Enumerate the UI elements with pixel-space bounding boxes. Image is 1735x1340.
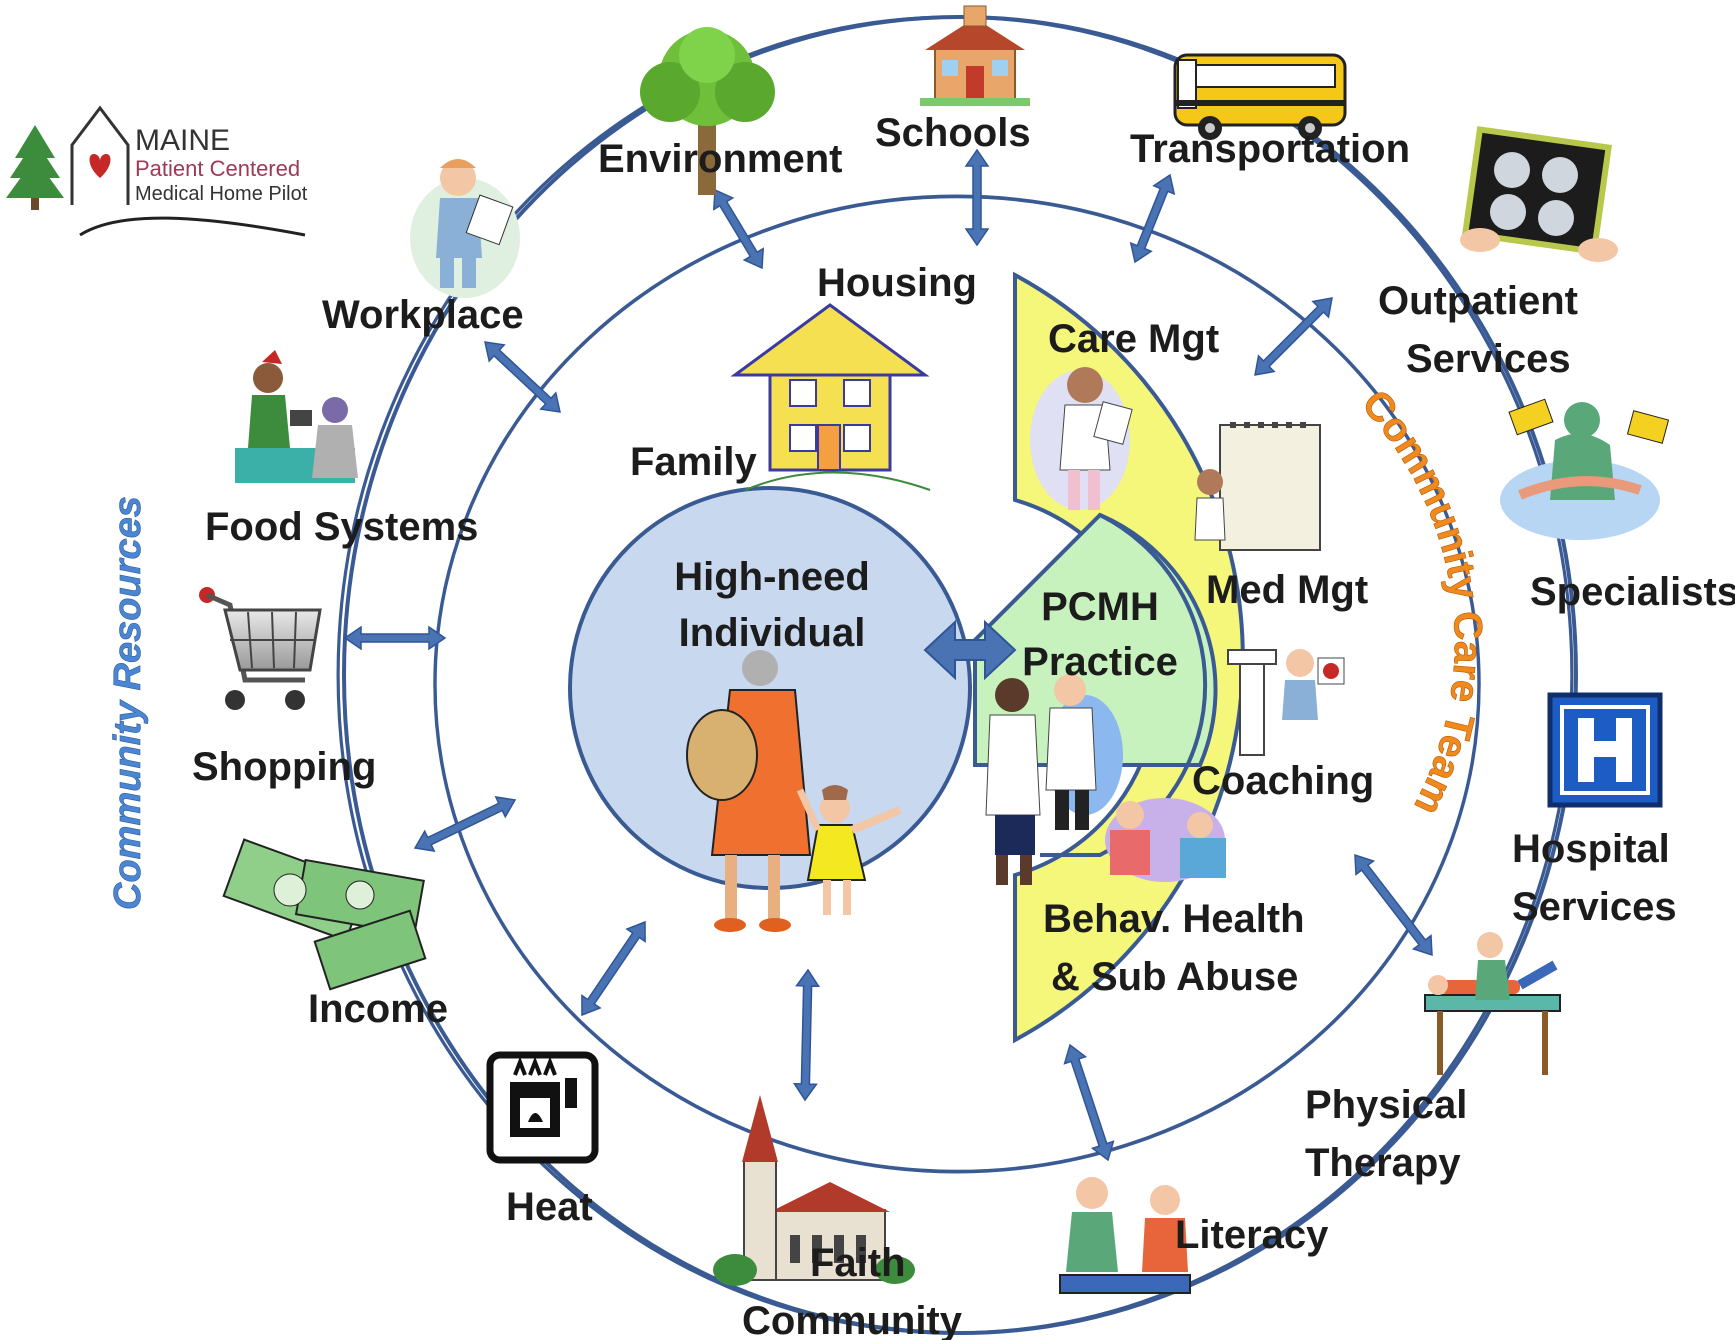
hospital-h-icon — [1547, 692, 1663, 808]
arrows-group — [343, 148, 1433, 1162]
money-icon — [222, 838, 427, 991]
arrow-faith — [792, 968, 821, 1102]
label-coaching: Coaching — [1192, 759, 1374, 803]
label-workplace: Workplace — [322, 293, 524, 337]
scale-icon — [1227, 649, 1345, 756]
label-transportation: Transportation — [1130, 127, 1410, 171]
label-med-mgt: Med Mgt — [1206, 568, 1368, 612]
shopping-cart-icon — [199, 587, 322, 710]
surgeon-icon — [1500, 398, 1670, 540]
logo-line3: Medical Home Pilot — [135, 183, 308, 205]
physical-therapy-icon — [1424, 932, 1561, 1075]
heart-icon — [89, 154, 111, 178]
doctors-icon — [985, 674, 1123, 885]
schoolhouse-icon — [920, 5, 1030, 106]
arrow-workplace — [484, 341, 561, 413]
patient-icon — [1105, 798, 1226, 882]
label-center-1: High-need — [674, 555, 870, 599]
label-income: Income — [308, 987, 448, 1031]
label-hospital-2: Services — [1512, 885, 1677, 929]
label-behav-2: & Sub Abuse — [1051, 955, 1298, 999]
care-team-title-path: Community Care Team — [1353, 381, 1490, 822]
pine-tree-icon — [6, 125, 64, 210]
label-faith-2: Community — [742, 1299, 963, 1340]
stove-icon — [486, 1051, 599, 1164]
label-center-2: Individual — [679, 611, 866, 655]
label-shopping: Shopping — [192, 745, 376, 789]
label-faith-1: Faith — [810, 1241, 906, 1285]
reading-icon — [1059, 1177, 1191, 1294]
church-icon — [713, 1095, 915, 1286]
outer-ring-circle — [342, 15, 1578, 1335]
arrow-shopping — [343, 625, 447, 651]
arrow-transportation — [1129, 173, 1176, 264]
label-specialists: Specialists — [1530, 570, 1735, 614]
label-pt-2: Therapy — [1305, 1141, 1461, 1185]
label-pcmh-1: PCMH — [1041, 585, 1159, 629]
center-pcmh-arrow — [923, 619, 1017, 681]
notepad-icon — [1194, 422, 1321, 551]
tree-icon — [640, 27, 775, 195]
logo-line1: MAINE — [135, 124, 230, 157]
worker-icon — [410, 159, 520, 298]
maine-pcmh-logo: MAINE Patient Centered Medical Home Pilo… — [6, 105, 308, 237]
middle-ring-line — [433, 194, 1481, 1174]
pcmh-practice-wedge — [973, 512, 1218, 767]
community-resources-label: Community Resources — [107, 496, 149, 910]
arrow-pt — [1354, 853, 1433, 957]
label-food-systems: Food Systems — [205, 505, 478, 549]
arrow-environment — [712, 188, 765, 270]
label-pcmh-2: Practice — [1022, 640, 1178, 684]
nurse-icon — [1030, 367, 1133, 510]
label-hospital-1: Hospital — [1512, 827, 1670, 871]
food-service-icon — [235, 350, 358, 483]
label-family: Family — [630, 440, 757, 484]
logo-line2: Patient Centered — [135, 156, 300, 181]
arrow-schools — [964, 148, 990, 247]
xray-icon — [1460, 126, 1618, 262]
label-literacy: Literacy — [1175, 1213, 1329, 1257]
label-housing: Housing — [817, 261, 977, 305]
arrow-literacy — [1063, 1043, 1115, 1162]
arrow-heat — [581, 920, 646, 1017]
logo-house-outline — [70, 105, 130, 205]
label-behav-1: Behav. Health — [1043, 897, 1305, 941]
label-care-mgt: Care Mgt — [1048, 317, 1219, 361]
label-heat: Heat — [506, 1185, 593, 1229]
care-team-title: Community Care Team — [1353, 382, 1490, 822]
grandmother-child-icon — [686, 650, 902, 932]
house-icon — [730, 303, 931, 491]
label-environment: Environment — [598, 137, 842, 181]
label-outpatient-1: Outpatient — [1378, 279, 1578, 323]
arrow-outpatient — [1254, 297, 1333, 376]
school-bus-icon — [1173, 53, 1347, 140]
label-schools: Schools — [875, 111, 1031, 155]
arrow-income — [413, 796, 517, 852]
label-outpatient-2: Services — [1406, 337, 1571, 381]
label-pt-1: Physical — [1305, 1083, 1467, 1127]
